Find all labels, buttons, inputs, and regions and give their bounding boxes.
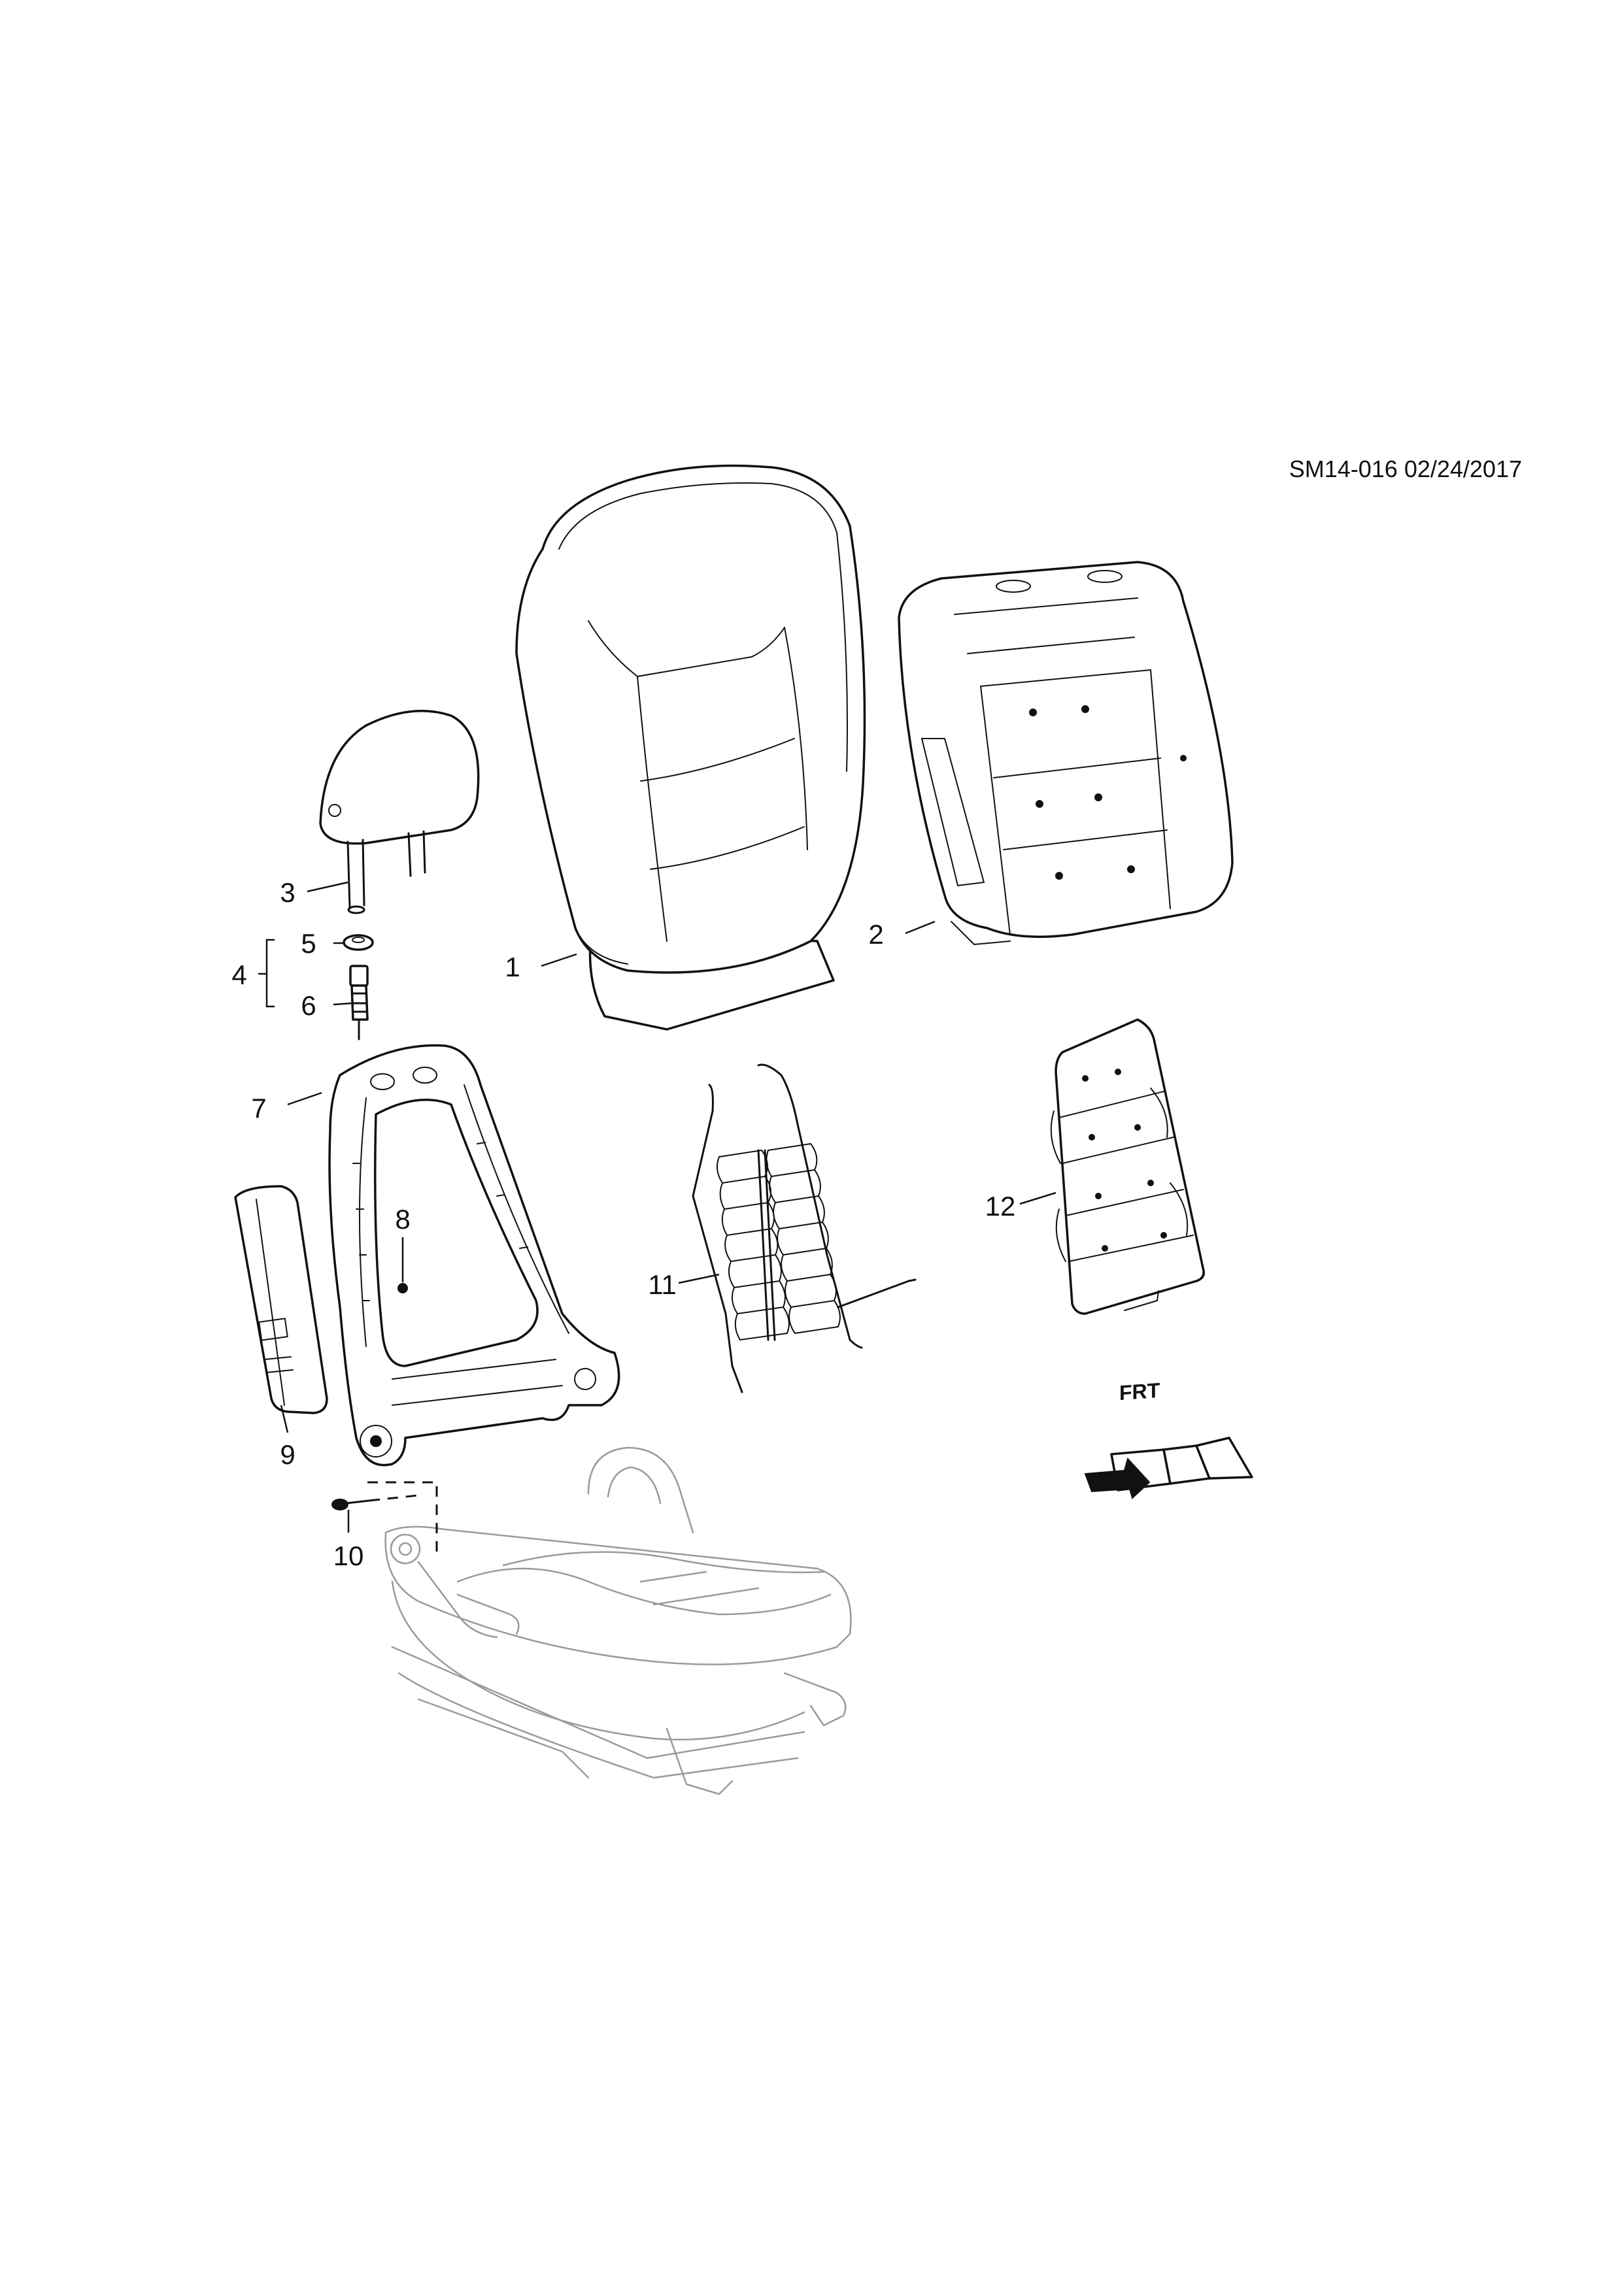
callout-7: 7 xyxy=(251,1093,266,1123)
part-11-suspension-mat xyxy=(692,1063,917,1393)
front-arrow-label: FRT xyxy=(1119,1378,1160,1405)
assembly-dashed-line-bolt xyxy=(369,1494,419,1502)
callout-5: 5 xyxy=(301,928,316,959)
callout-11: 11 xyxy=(648,1269,677,1300)
callout-10: 10 xyxy=(333,1540,364,1571)
drawing-reference: SM14-016 02/24/2017 xyxy=(1289,456,1522,482)
callout-4: 4 xyxy=(231,959,246,990)
reference-seat-cushion-ghost xyxy=(384,1446,852,1795)
callout-2: 2 xyxy=(868,919,883,950)
callout-8: 8 xyxy=(395,1204,410,1235)
part-1-seat-back-cover xyxy=(515,464,866,1031)
part-3-headrest xyxy=(319,710,480,914)
part-7-seat-back-frame xyxy=(328,1044,620,1467)
part-8-nut xyxy=(397,1283,408,1293)
front-direction-arrow: FRT xyxy=(1084,1378,1253,1499)
part-2-seat-back-pad xyxy=(898,561,1234,945)
part-6-headrest-guide xyxy=(349,965,369,1040)
part-10-bolt xyxy=(331,1499,371,1510)
part-12-lumbar-pad xyxy=(1050,1018,1205,1315)
assembly-dashed-line xyxy=(367,1481,438,1559)
leader-lines xyxy=(258,881,1056,1533)
callout-3: 3 xyxy=(280,877,295,908)
part-9-airbag-module xyxy=(234,1185,328,1414)
callout-1: 1 xyxy=(505,952,520,982)
callout-9: 9 xyxy=(280,1439,295,1470)
callout-6: 6 xyxy=(301,990,316,1021)
part-5-headrest-guide-cap xyxy=(343,934,374,951)
callout-12: 12 xyxy=(985,1191,1016,1222)
